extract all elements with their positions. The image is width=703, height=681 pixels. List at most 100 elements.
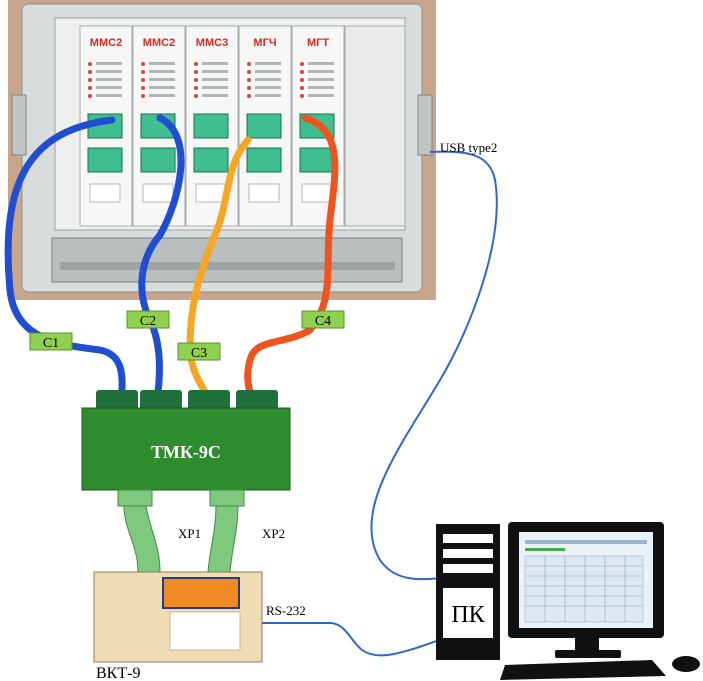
module-latch — [248, 183, 280, 203]
led-caption — [308, 62, 334, 65]
status-led — [194, 70, 198, 74]
cable-tag-c1-text: C1 — [43, 336, 59, 351]
cable-tag-c4-text: C4 — [315, 314, 331, 329]
vkt-display — [162, 577, 240, 609]
status-led — [300, 94, 304, 98]
module-MMC3: ММС3 — [185, 25, 239, 227]
led-caption — [255, 86, 281, 89]
status-led — [88, 62, 92, 66]
vkt-panel — [169, 611, 241, 651]
led-caption — [149, 78, 175, 81]
empty-slot — [344, 25, 406, 227]
status-led — [247, 94, 251, 98]
status-led — [194, 62, 198, 66]
module-title: ММС2 — [90, 37, 122, 49]
tmk-connector-1 — [96, 390, 138, 412]
status-led — [247, 86, 251, 90]
module-title: МГЧ — [253, 37, 276, 49]
led-caption — [149, 70, 175, 73]
vkt-label: ВКТ-9 — [96, 665, 140, 681]
module-title: МГТ — [307, 37, 329, 49]
status-led — [247, 70, 251, 74]
module-connector-2 — [246, 147, 282, 173]
led-caption — [308, 70, 334, 73]
status-led — [141, 86, 145, 90]
led-caption — [149, 94, 175, 97]
led-caption — [202, 78, 228, 81]
status-led — [300, 86, 304, 90]
crate-handle-bar — [60, 262, 395, 270]
led-caption — [308, 86, 334, 89]
xp1-label: XP1 — [178, 526, 201, 541]
ribbon-xp1 — [123, 505, 161, 573]
tmk-box: ТМК-9С — [81, 390, 291, 507]
led-caption — [96, 86, 122, 89]
monitor-table — [524, 555, 644, 623]
pc-label: ПК — [451, 602, 485, 628]
module-latch — [301, 183, 333, 203]
status-led — [88, 78, 92, 82]
status-led — [141, 62, 145, 66]
module-title: ММС2 — [143, 37, 175, 49]
module-slots: ММС2 ММС2 ММС3 МГЧ МГТ — [79, 25, 406, 227]
status-led — [141, 78, 145, 82]
led-caption — [96, 94, 122, 97]
tmk-body — [81, 407, 291, 491]
vkt-box: ВКТ-9 — [93, 571, 263, 681]
status-led — [194, 94, 198, 98]
status-led — [194, 78, 198, 82]
status-led — [247, 78, 251, 82]
cable-tag-c3-text: C3 — [191, 346, 207, 361]
status-led — [194, 86, 198, 90]
pc-label-plate — [443, 588, 493, 638]
crate-handle — [51, 237, 403, 283]
led-caption — [308, 78, 334, 81]
led-caption — [149, 86, 175, 89]
module-MGCH: МГЧ — [238, 25, 292, 227]
led-caption — [202, 62, 228, 65]
pc-monitor — [508, 522, 664, 658]
pc-tower: ПК — [436, 524, 500, 660]
status-led — [247, 62, 251, 66]
led-caption — [202, 94, 228, 97]
cable-tag-c4: C4 — [301, 310, 345, 329]
module-connector-1 — [246, 113, 282, 139]
usb-label: USB type2 — [440, 140, 497, 155]
status-led — [141, 94, 145, 98]
rs232-cable — [262, 622, 449, 657]
module-connector-1 — [193, 113, 229, 139]
crate-side-handle-left — [11, 94, 27, 156]
pc-drive-2 — [443, 549, 493, 558]
usb-cable — [370, 150, 498, 581]
tmk-connector-3 — [188, 390, 230, 412]
cable-tag-c3: C3 — [177, 342, 221, 361]
module-connector-2 — [140, 147, 176, 173]
led-caption — [202, 86, 228, 89]
tmk-label: ТМК-9С — [151, 442, 221, 462]
cable-c1 — [4, 116, 126, 394]
status-led — [300, 62, 304, 66]
cable-c2 — [138, 114, 185, 396]
cable-tag-c2: C2 — [126, 310, 170, 329]
led-caption — [255, 78, 281, 81]
rs232-label: RS-232 — [266, 603, 306, 618]
module-connector-2 — [299, 147, 335, 173]
led-caption — [149, 62, 175, 65]
led-caption — [96, 62, 122, 65]
status-led — [88, 86, 92, 90]
tmk-connector-4 — [236, 390, 278, 412]
led-caption — [308, 94, 334, 97]
status-led — [300, 70, 304, 74]
status-led — [141, 70, 145, 74]
status-led — [300, 78, 304, 82]
module-title: ММС3 — [196, 37, 228, 49]
xp2-label: XP2 — [262, 526, 285, 541]
tmk-out-xp1 — [117, 489, 153, 507]
cable-tag-c1: C1 — [29, 332, 73, 351]
monitor-neck — [575, 638, 599, 652]
mouse — [672, 656, 700, 672]
module-connector-2 — [87, 147, 123, 173]
cable-tag-c2-text: C2 — [140, 314, 156, 329]
